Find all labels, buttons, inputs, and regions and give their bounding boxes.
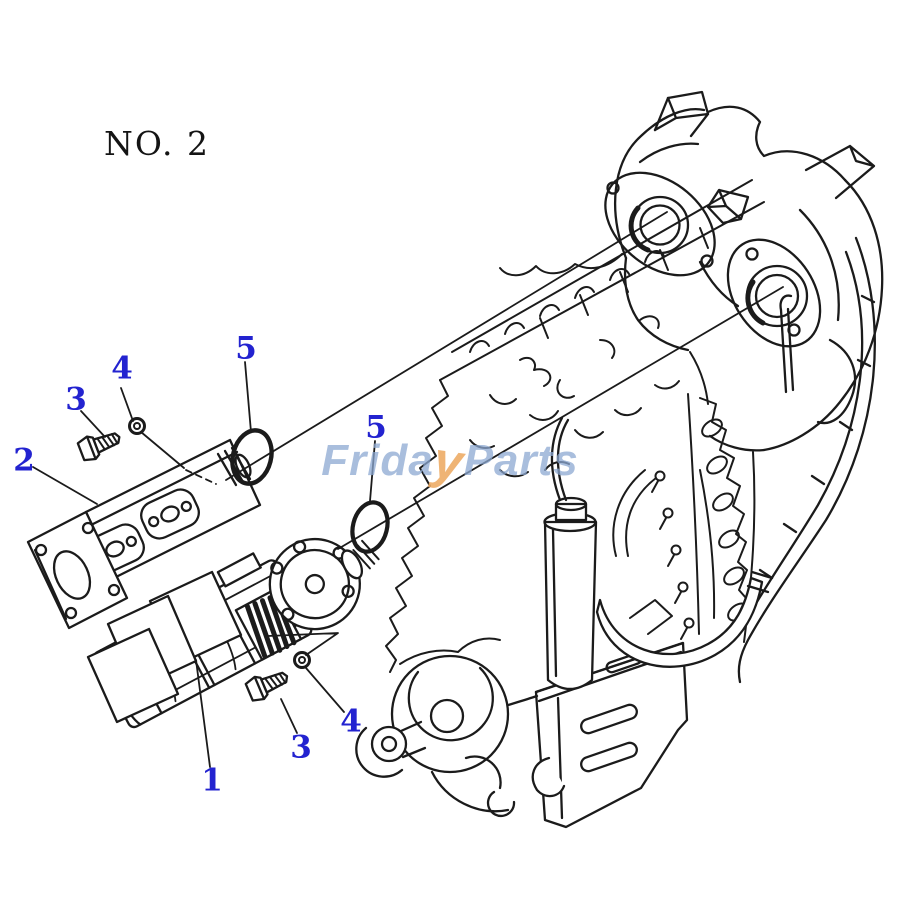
callout-4-upper: 4: [111, 350, 133, 387]
o-ring-lower: [350, 500, 390, 554]
washer-lower: [293, 651, 311, 669]
callout-3-lower: 3: [290, 729, 312, 766]
exhaust-manifold: [651, 393, 756, 643]
callout-3-upper: 3: [65, 381, 87, 418]
o-ring-upper: [230, 428, 274, 486]
bell-housing: [614, 90, 884, 452]
flywheel-rim: [737, 236, 876, 684]
front-cover: [355, 654, 516, 818]
callout-1: 1: [201, 762, 223, 799]
pump-unit-2: [26, 438, 262, 630]
alignment-line-to-bore-2: [337, 286, 784, 550]
callout-4-lower: 4: [340, 703, 362, 740]
leader-lines: [32, 211, 784, 768]
fridayparts-watermark: FridayParts: [321, 431, 579, 493]
callout-5-lower: 5: [365, 409, 387, 446]
bolt-lower: [244, 671, 289, 702]
mounting-bore-1: [604, 171, 716, 277]
bolt-upper: [76, 432, 121, 462]
oil-filter: [543, 416, 598, 691]
pump-2-flange: [26, 510, 129, 630]
hose: [595, 570, 774, 668]
engine-illustration: [355, 90, 884, 829]
callout-2: 2: [13, 442, 35, 479]
pump-unit-1: [86, 537, 380, 729]
washer-upper: [128, 417, 146, 435]
engine-block-details: [385, 179, 765, 673]
watermark-text-right: Parts: [463, 436, 579, 485]
page-title: NO. 2: [104, 124, 210, 163]
watermark-accent-letter: y: [429, 431, 468, 493]
oil-pan: [503, 641, 689, 829]
pump-1-mount-plates: [86, 570, 243, 724]
alignment-line-to-bore-1: [225, 211, 668, 481]
watermark-text-left: Frida: [321, 436, 434, 485]
callout-5-upper: 5: [235, 330, 257, 367]
